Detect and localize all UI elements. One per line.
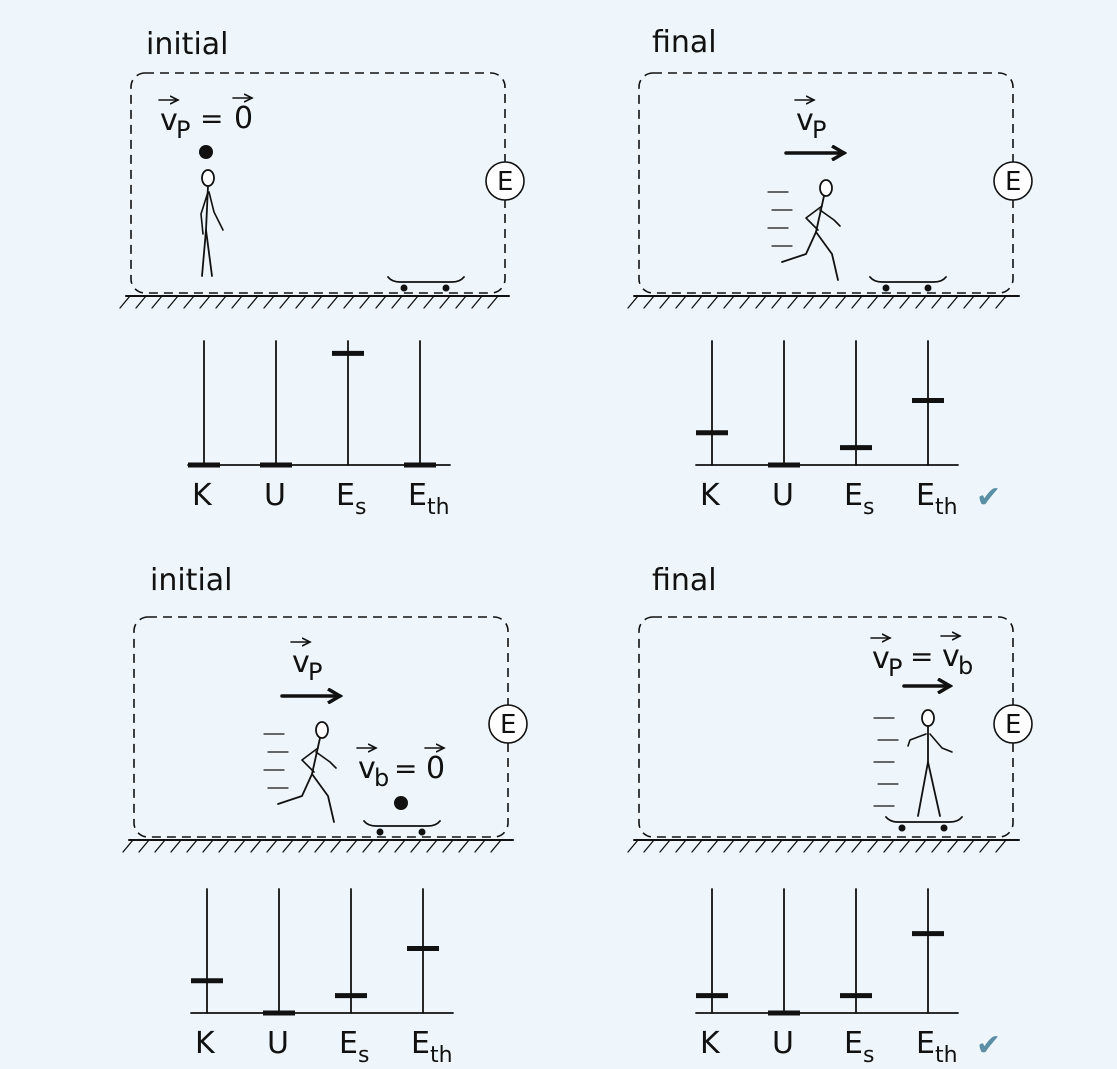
equals-sign: = (200, 102, 223, 135)
velocity-label-board-letter: v (942, 639, 960, 674)
velocity-label-person-letter: v (160, 103, 178, 138)
bar-label-Es: Es (844, 478, 874, 520)
system-boundary (130, 72, 506, 294)
velocity-label-board-subscript: b (958, 652, 973, 680)
bar-label-K: K (700, 478, 721, 513)
running-person (767, 179, 841, 281)
bar-label-U: U (264, 478, 286, 513)
bar-label-Eth: Eth (916, 1026, 958, 1068)
velocity-label-person-subscript: P (176, 116, 190, 144)
bar-label-U: U (267, 1026, 289, 1061)
ball (199, 145, 213, 159)
bar-label-Es: Es (336, 478, 366, 520)
bar-label-K: K (700, 1026, 721, 1061)
bar-label-U: U (772, 478, 794, 513)
skateboard (885, 816, 963, 832)
skateboard (387, 276, 465, 292)
panel-title: final (652, 25, 717, 60)
environment-label: E (1005, 167, 1021, 197)
ground (627, 295, 1020, 309)
zero-vector-letter: 0 (234, 101, 253, 136)
environment-circle (488, 704, 528, 744)
environment-circle (485, 161, 525, 201)
check-mark: ✔ (976, 480, 1001, 515)
skateboard (869, 276, 947, 292)
ground (119, 295, 510, 309)
energy-bar-chart-initial: K U Es Eth (190, 888, 454, 1068)
environment-circle (993, 704, 1033, 744)
velocity-label-person-subscript: P (308, 658, 322, 686)
velocity-label-board: vb (356, 748, 389, 792)
velocity-label-person-letter: v (796, 103, 814, 138)
bar-label-Eth: Eth (408, 478, 450, 520)
running-person (263, 721, 337, 823)
energy-bar-chart-final: K U Es Eth ✔ (695, 888, 1001, 1068)
bar-label-Eth: Eth (916, 478, 958, 520)
velocity-label-person: vP (794, 100, 826, 144)
equals-sign: = (394, 752, 417, 785)
system-boundary (133, 616, 509, 838)
panel-title: final (652, 563, 717, 598)
system-boundary (638, 616, 1014, 838)
velocity-label-board: vb (940, 636, 973, 680)
zero-vector: 0 (232, 98, 253, 136)
environment-label: E (1005, 710, 1021, 740)
system-boundary (638, 72, 1014, 294)
velocity-label-person: vP (158, 100, 190, 144)
ground (122, 839, 514, 853)
skating-person (873, 709, 953, 817)
bar-label-U: U (772, 1026, 794, 1061)
bar-label-K: K (192, 478, 213, 513)
zero-vector-letter: 0 (426, 751, 445, 786)
bar-label-Es: Es (844, 1026, 874, 1068)
velocity-label-board-subscript: b (374, 764, 389, 792)
environment-circle (993, 161, 1033, 201)
equals-sign: = (910, 640, 933, 673)
check-mark: ✔ (976, 1028, 1001, 1063)
bar-label-Es: Es (339, 1026, 369, 1068)
velocity-label-person-letter: v (292, 645, 310, 680)
skateboard (363, 820, 441, 836)
environment-label: E (500, 710, 516, 740)
bar-label-K: K (195, 1026, 216, 1061)
zero-vector: 0 (424, 748, 445, 786)
velocity-label-person: vP (290, 642, 322, 686)
standing-person (200, 169, 224, 277)
bar-label-Eth: Eth (411, 1026, 453, 1068)
velocity-label-person-subscript: P (888, 654, 902, 682)
environment-label: E (497, 167, 513, 197)
velocity-label-person: vP (870, 638, 902, 682)
energy-bar-chart-initial: K U Es Eth (187, 340, 451, 520)
velocity-label-board-letter: v (358, 751, 376, 786)
energy-bar-chart-final: K U Es Eth ✔ (695, 340, 1001, 520)
panel-title: initial (146, 27, 229, 62)
ground (627, 839, 1020, 853)
velocity-label-person-subscript: P (812, 116, 826, 144)
ball (394, 796, 408, 810)
panel-title: initial (150, 563, 233, 598)
velocity-label-person-letter: v (872, 641, 890, 676)
